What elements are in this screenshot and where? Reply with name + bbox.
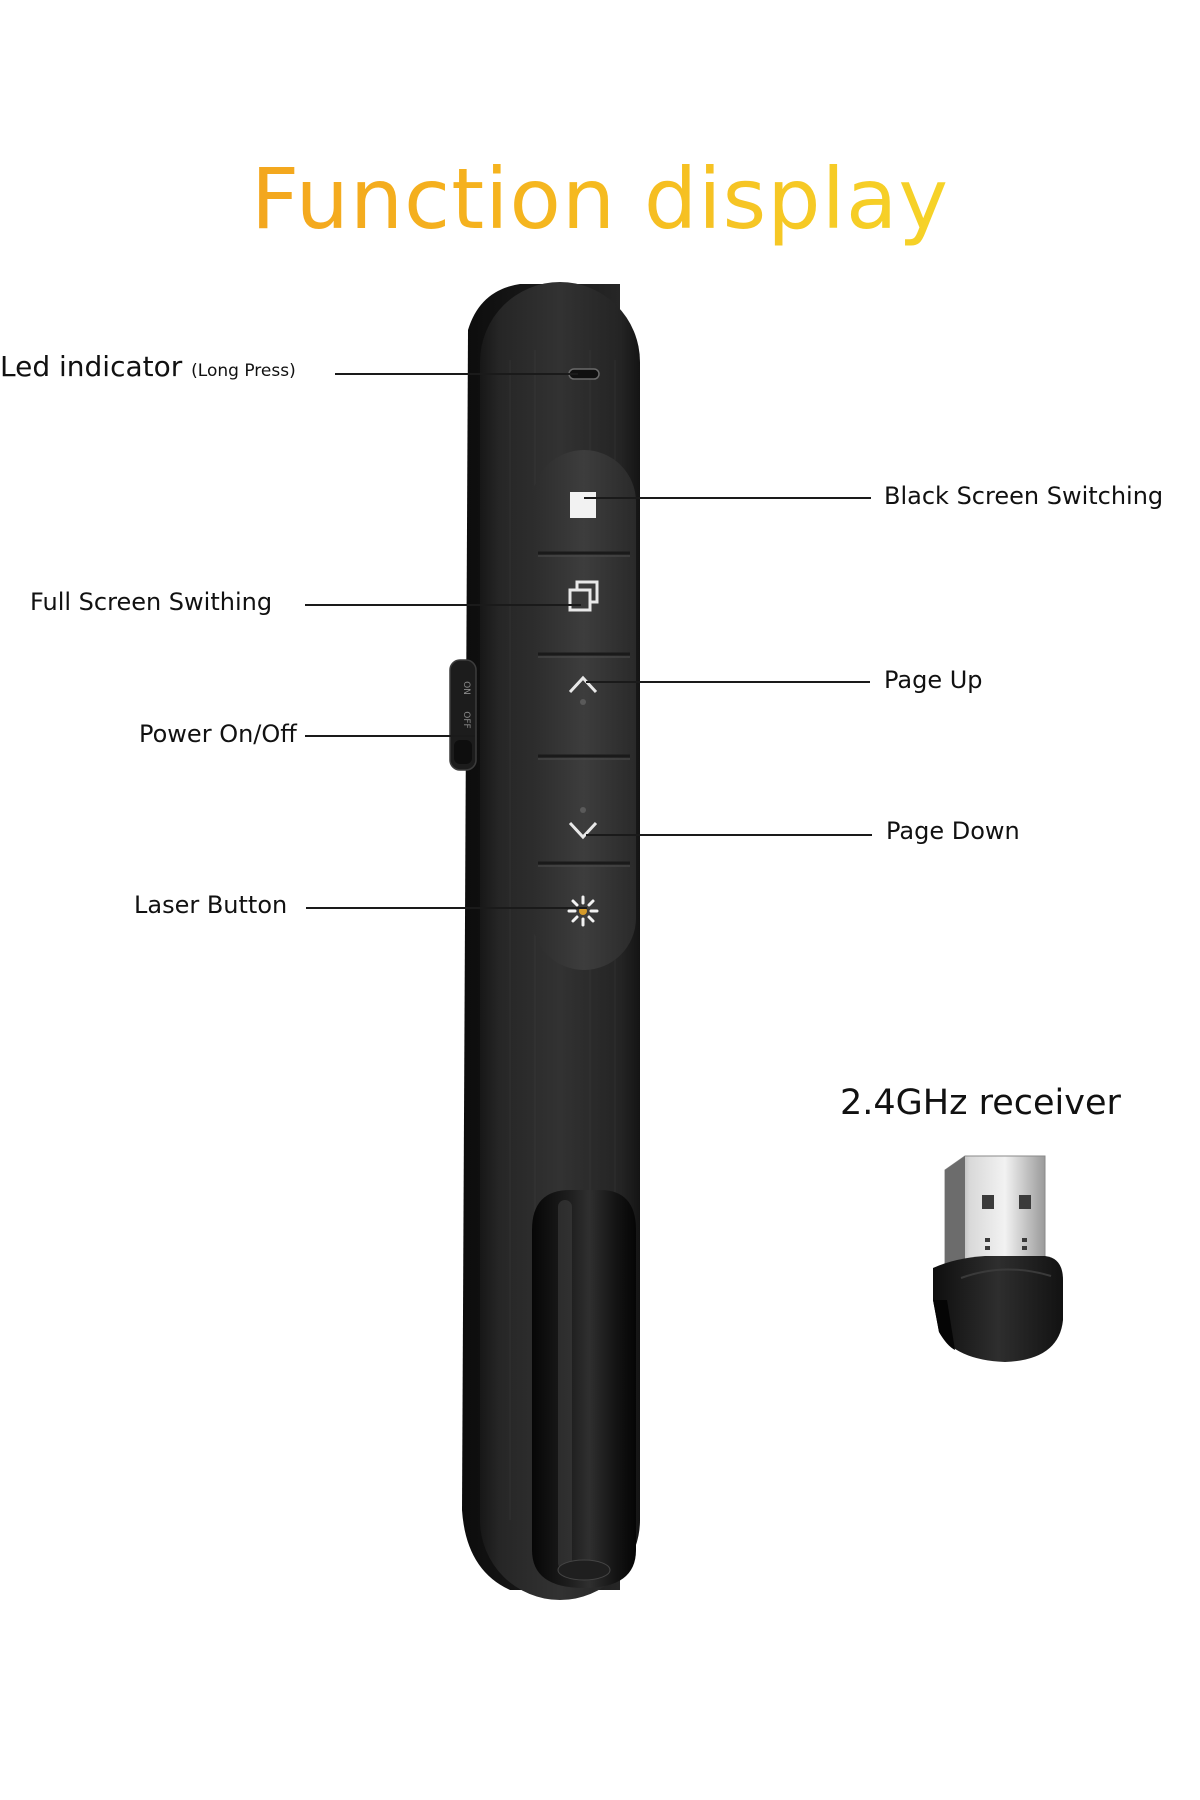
switch-off-mark: OFF [461,711,471,728]
page-up-label: Page Up [884,666,983,694]
square-icon [570,492,596,518]
sun-burst-icon [567,895,599,927]
page-down-label: Page Down [886,817,1020,845]
chevron-down-icon [568,821,598,840]
page-down-leader-line [586,834,872,836]
pocket-clip [532,1190,636,1588]
led-indicator-note: (Long Press) [191,361,296,381]
page-down-button[interactable] [568,807,598,840]
page-up-button[interactable] [568,675,598,705]
laser-leader-line [306,907,587,909]
full-screen-leader-line [305,604,581,606]
page-up-leader-line [586,681,870,683]
switch-on-mark: ON [461,681,471,695]
led-indicator-text: Led indicator [0,350,183,383]
chevron-up-icon [568,675,598,694]
led-leader-line [335,373,578,375]
power-label: Power On/Off [139,720,297,748]
presenter-remote: ON OFF [449,282,640,1600]
button-panel [532,450,636,970]
black-screen-label: Black Screen Switching [884,482,1164,510]
usb-receiver [933,1155,1063,1362]
laser-button[interactable] [567,895,599,927]
full-screen-label: Full Screen Swithing [30,588,273,616]
black-screen-leader-line [584,497,871,499]
receiver-title: 2.4GHz receiver [840,1083,1121,1123]
black-screen-button[interactable] [570,492,596,518]
page-title: Function display [0,150,1200,248]
power-leader-line [305,735,475,737]
led-indicator-label: Led indicator (Long Press) [0,350,296,383]
power-switch[interactable]: ON OFF [449,659,477,771]
laser-button-label: Laser Button [134,891,288,919]
